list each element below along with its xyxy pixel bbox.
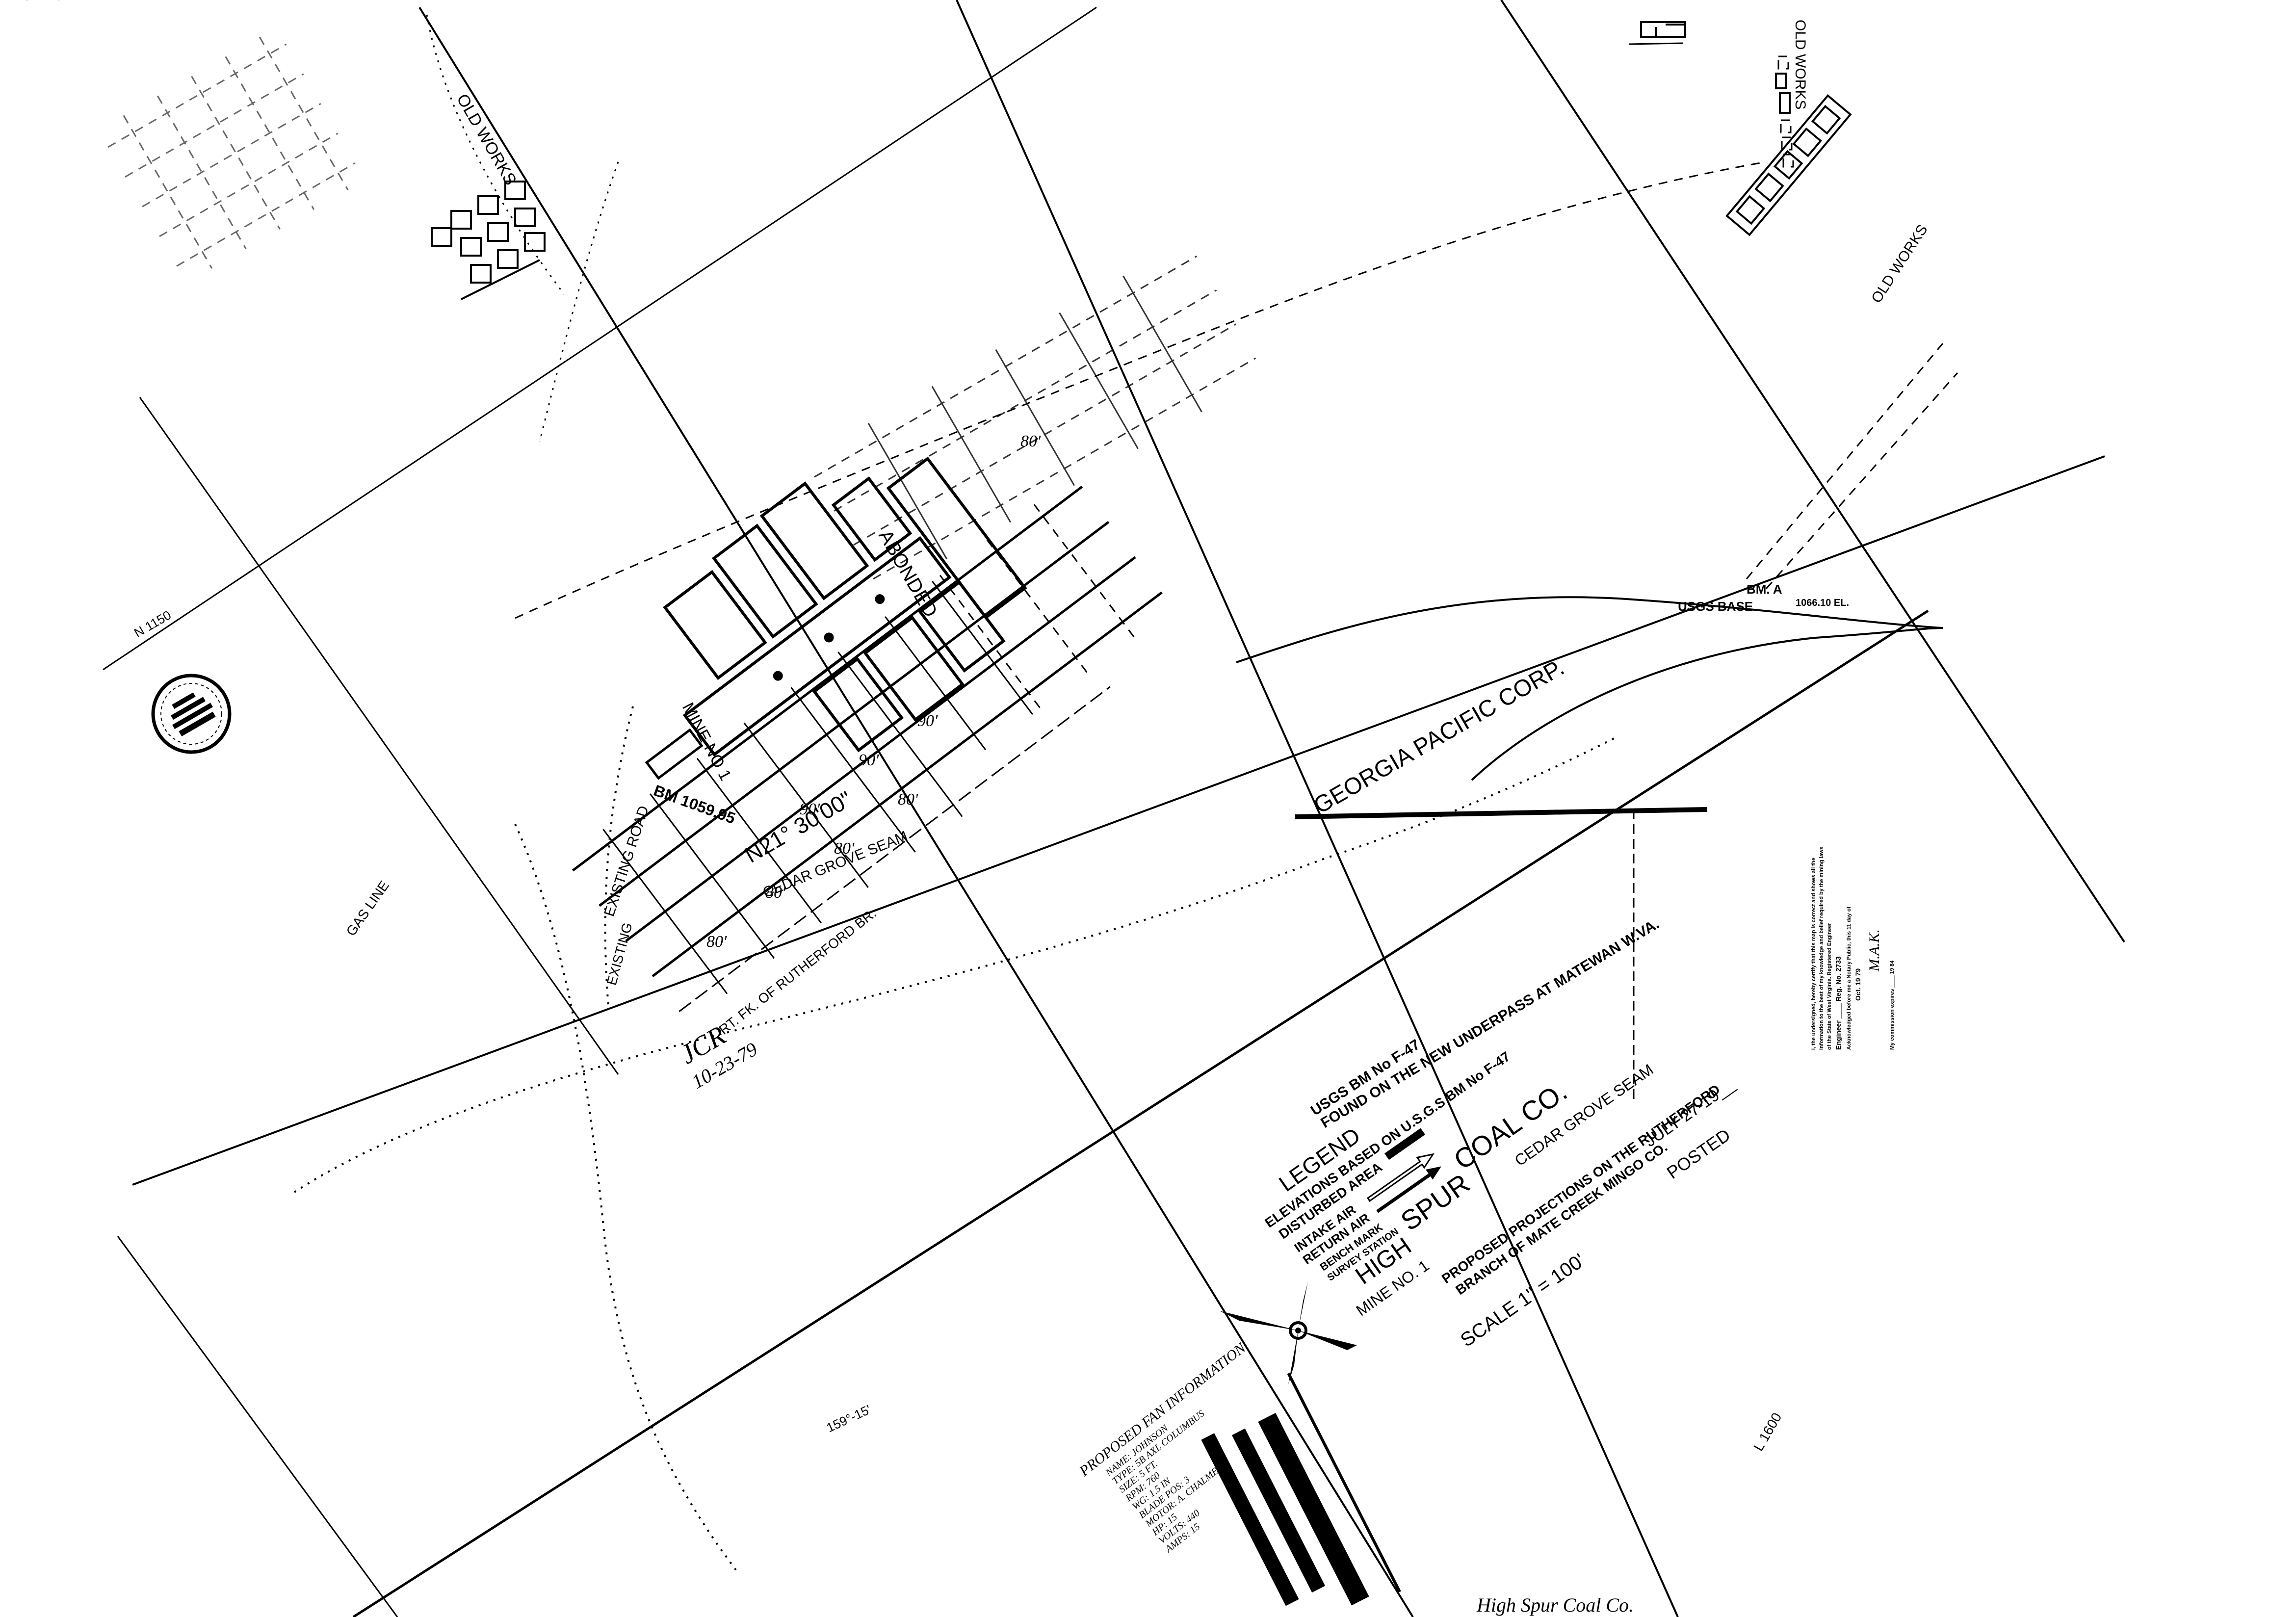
footer-handwriting: High Spur Coal Co. bbox=[1476, 1594, 1634, 1616]
cert-line: of the State of West Virginia. Registere… bbox=[1826, 923, 1832, 1050]
mine-workings bbox=[645, 456, 1027, 780]
old-works-label: OLD WORKS bbox=[1792, 20, 1808, 109]
map-labels: OLD WORKS OLD WORKS OLD WORKS ABONDED MI… bbox=[0, 0, 1931, 1454]
entry-spacing: 80' bbox=[1020, 432, 1041, 450]
old-works-buildings-right bbox=[1628, 21, 1958, 589]
entry-spacing: 90' bbox=[859, 751, 879, 769]
station-label: N 1150 bbox=[131, 607, 174, 640]
survey-lines bbox=[103, 0, 2125, 1617]
engineer-certification: I, the undersigned, hereby certify that … bbox=[1811, 847, 1895, 1050]
cert-line: I, the undersigned, hereby certify that … bbox=[1811, 858, 1817, 1050]
cert-line: Engineer ____ Reg. No. 2733 bbox=[1834, 956, 1842, 1050]
benchmark-label: BM 1059.95 bbox=[652, 782, 738, 827]
old-works-label: OLD WORKS bbox=[453, 91, 520, 188]
legend: LEGEND ELEVATIONS BASED ON U.S.G.S BM No… bbox=[1262, 1048, 1739, 1351]
entry-spacing: 90' bbox=[800, 800, 820, 818]
old-works-grid-left bbox=[107, 36, 356, 269]
entry-spacing: 80' bbox=[765, 884, 786, 902]
gas-line-label: GAS LINE bbox=[343, 878, 392, 939]
cert-line: Oct. 19 79 bbox=[1854, 968, 1862, 1001]
station-label: 159°-15' bbox=[824, 1402, 873, 1435]
old-works-buildings-left bbox=[431, 181, 546, 300]
entry-spacing: 80' bbox=[706, 933, 727, 951]
entry-spacing: 80' bbox=[834, 839, 855, 858]
existing-label: EXISTING bbox=[604, 921, 635, 987]
north-arrow-icon bbox=[1220, 1281, 1357, 1384]
cert-line: My commission expires ____ 19 84 bbox=[1889, 960, 1895, 1050]
cert-signature: M.A.K. bbox=[1866, 929, 1882, 972]
dept-of-mines-stamp bbox=[151, 674, 232, 754]
existing-label: EXISTING bbox=[0, 0, 64, 3]
entry-spacing: 90' bbox=[917, 712, 938, 730]
disturbed-area-swatch bbox=[1384, 1128, 1425, 1160]
bm-a-elevation: 1066.10 EL. bbox=[1796, 598, 1849, 608]
entry-spacing: 80' bbox=[898, 790, 918, 808]
existing-road-label: EXISTING ROAD bbox=[601, 804, 652, 918]
intake-air-arrow-icon bbox=[1366, 1153, 1435, 1202]
projected-entries bbox=[572, 486, 1163, 1013]
property-label: GEORGIA PACIFIC CORP. bbox=[1309, 654, 1569, 819]
stream-label: RT. FK. OF RUTHERFORD BR. bbox=[716, 905, 879, 1037]
bm-a-label: BM. A bbox=[1747, 582, 1782, 597]
cert-line: information to the best of my knowledge … bbox=[1819, 847, 1825, 1050]
company-name-spur: SPUR bbox=[1395, 1168, 1476, 1237]
old-works-label: OLD WORKS bbox=[1868, 222, 1931, 306]
cert-line: Acknowledged before me a Notary Public, … bbox=[1846, 906, 1852, 1050]
projected-entries-upper bbox=[814, 255, 1256, 580]
usgs-base-label: USGS BASE bbox=[1678, 599, 1753, 614]
fan-portal-drawing bbox=[1201, 1372, 1401, 1606]
return-air-arrow-icon bbox=[1376, 1166, 1442, 1213]
station-label: L 1600 bbox=[1750, 1410, 1784, 1454]
